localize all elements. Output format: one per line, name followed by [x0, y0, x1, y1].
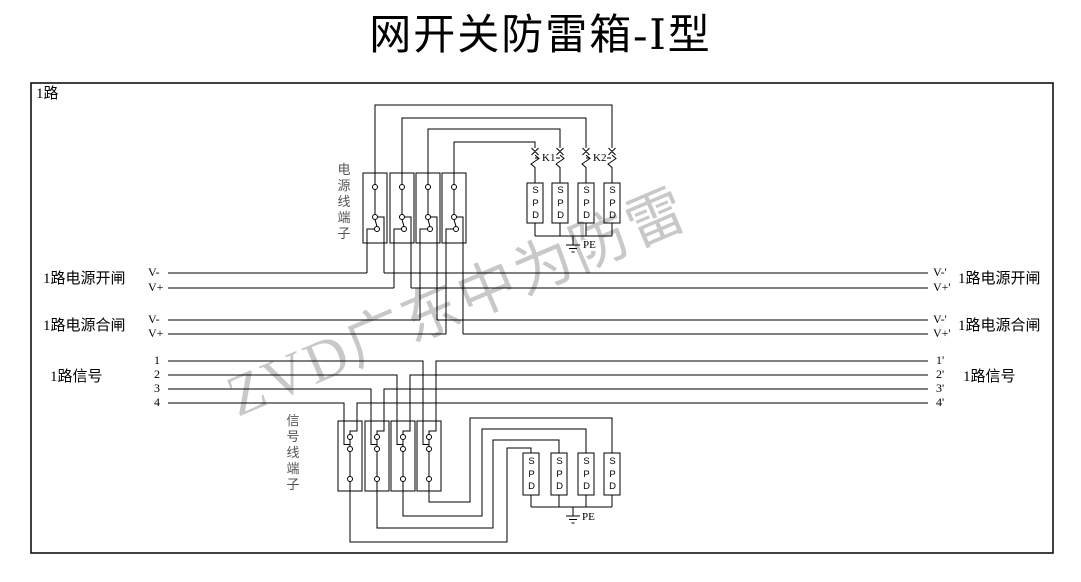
ground-symbol	[566, 244, 580, 253]
right-port-group-open: 1路电源开闸	[958, 271, 1041, 287]
left-pin-label: V+	[148, 280, 164, 294]
switch-k1-label: K1	[541, 152, 557, 164]
pe-ground-label: PE	[582, 239, 597, 251]
power-bus-lines	[168, 272, 928, 335]
spd-label: SPD	[528, 456, 535, 492]
signal-spd-feed-lines	[349, 417, 613, 543]
spd-label: SPD	[532, 185, 539, 221]
upper-feed-lines	[374, 104, 613, 173]
diagram-border	[30, 82, 1054, 554]
circuit-count-label: 1路	[36, 86, 59, 102]
pe-ground-label: PE	[581, 511, 596, 523]
ground-symbol	[566, 515, 580, 524]
right-pin-label: 1'	[936, 353, 945, 367]
right-pin-label: V+'	[933, 280, 951, 294]
switch-k2-label: K2	[592, 152, 608, 164]
power-terminal-blocks	[362, 172, 467, 334]
page-title: 网开关防雷箱-Ⅰ型	[369, 13, 712, 59]
right-pin-label: V-'	[933, 312, 947, 326]
right-pin-label: 4'	[936, 395, 945, 409]
spd-label: SPD	[609, 185, 616, 221]
spd-label: SPD	[557, 185, 564, 221]
left-pin-label: V+	[148, 326, 164, 340]
left-pin-label: V-	[148, 312, 160, 326]
left-port-group-signal: 1路信号	[50, 369, 103, 385]
signal-terminal-blocks	[337, 420, 442, 492]
spd-label: SPD	[556, 456, 563, 492]
power-spd-group	[526, 182, 621, 253]
left-pin-label: V-	[148, 265, 160, 279]
disconnect-switch-symbols	[530, 147, 617, 183]
spd-label: SPD	[609, 456, 616, 492]
right-port-group-signal: 1路信号	[963, 369, 1016, 385]
signal-bus-lines	[168, 360, 928, 421]
left-port-group-open: 1路电源开闸	[43, 271, 126, 287]
signal-spd-group	[522, 452, 621, 524]
left-pin-label: 2	[154, 367, 160, 381]
left-pin-label: 3	[154, 381, 160, 395]
spd-label: SPD	[583, 456, 590, 492]
left-port-group-close: 1路电源合闸	[43, 318, 126, 334]
spd-label: SPD	[583, 185, 590, 221]
right-pin-label: 3'	[936, 381, 945, 395]
terminal-points	[372, 184, 459, 232]
left-pin-label: 1	[154, 353, 160, 367]
right-pin-label: V-'	[933, 265, 947, 279]
left-pin-label: 4	[154, 395, 160, 409]
signal-terminal-strip-label: 信号线端子	[286, 413, 300, 492]
right-pin-label: V+'	[933, 326, 951, 340]
right-port-group-close: 1路电源合闸	[958, 318, 1041, 334]
right-pin-label: 2'	[936, 367, 945, 381]
power-terminal-strip-label: 电源线端子	[337, 162, 351, 241]
